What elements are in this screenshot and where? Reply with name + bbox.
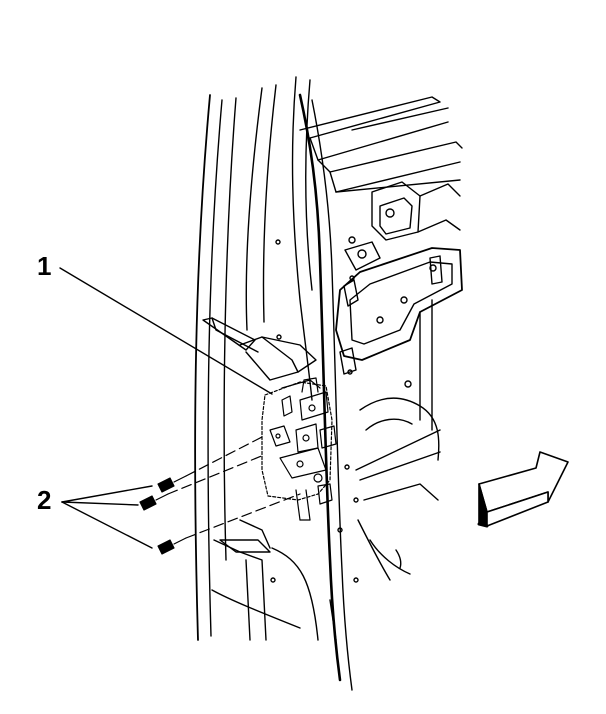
screw-middle	[139, 454, 265, 511]
direction-arrow-icon	[477, 451, 569, 528]
latch-screws	[139, 435, 301, 555]
callout-2-label: 2	[37, 485, 52, 515]
door-inner-panel	[298, 93, 463, 691]
leader-2c	[61, 501, 153, 549]
leader-2a	[61, 485, 153, 503]
callout-1-label: 1	[37, 251, 52, 281]
door-latch-assembly	[261, 377, 337, 521]
leader-1	[59, 267, 273, 395]
leader-2b	[61, 501, 139, 506]
screw-lower	[157, 493, 301, 555]
screw-upper	[157, 435, 265, 493]
door-pillar	[194, 76, 350, 641]
leader-lines	[59, 267, 273, 549]
